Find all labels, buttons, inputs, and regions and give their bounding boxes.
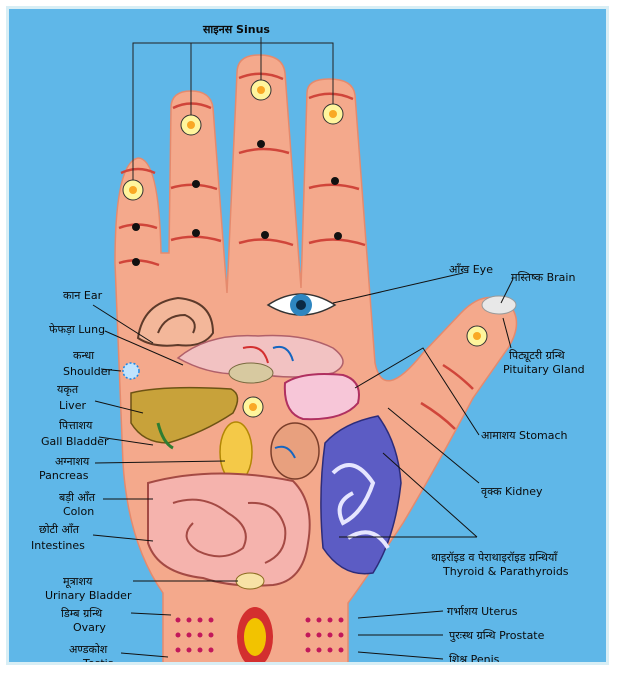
label-intestines-en: Intestines <box>31 539 85 552</box>
label-ear: कान Ear <box>63 289 103 302</box>
urinary-bladder <box>236 573 264 589</box>
label-penis: शिश्न Penis <box>449 653 500 665</box>
label-testis-hi: अण्डकोश <box>69 643 108 656</box>
colon <box>148 473 310 585</box>
label-gall-hi: पित्ताशय <box>59 419 93 432</box>
label-pancreas-hi: अग्नाशय <box>55 455 90 468</box>
label-gall-en: Gall Bladder <box>41 435 109 448</box>
label-stomach: आमाशय Stomach <box>481 429 568 442</box>
stomach <box>285 374 359 419</box>
label-ovary-en: Ovary <box>73 621 106 634</box>
label-testis-en: Testis <box>82 657 114 665</box>
label-intestines-hi: छोटी आँत <box>39 523 80 536</box>
label-pituitary-en: Pituitary Gland <box>503 363 585 376</box>
label-pituitary-hi: पिट्यूटरी ग्रन्थि <box>509 349 566 363</box>
label-uterus: गर्भाशय Uterus <box>447 605 518 618</box>
label-eye: आँख Eye <box>449 263 493 276</box>
label-liver-hi: यकृत <box>57 383 79 396</box>
label-brain: मस्तिष्क Brain <box>511 271 575 284</box>
label-shoulder-hi: कन्धा <box>73 349 94 362</box>
label-colon-en: Colon <box>63 505 94 518</box>
label-bladder-hi: मूत्राशय <box>63 575 93 589</box>
thyroid <box>321 416 401 574</box>
kidney <box>271 423 319 479</box>
brain <box>482 296 516 314</box>
label-thyroid-hi: थाइरॉइड व पेराथाइरॉइड ग्रन्थियाँ <box>431 551 558 564</box>
shoulder <box>123 363 139 379</box>
label-bladder-en: Urinary Bladder <box>45 589 132 602</box>
label-ovary-hi: डिम्ब ग्रन्थि <box>61 607 103 620</box>
hand-reflexology-diagram: साइनस Sinus कान Ear आँख Eye मस्तिष्क Bra… <box>9 9 609 665</box>
label-thyroid-en: Thyroid & Parathyroids <box>442 565 569 578</box>
label-liver-en: Liver <box>59 399 86 412</box>
label-sinus: साइनस Sinus <box>202 23 270 36</box>
label-kidney: वृक्क Kidney <box>481 485 543 498</box>
wrist-center-marker <box>237 607 273 665</box>
diagram-frame: साइनस Sinus कान Ear आँख Eye मस्तिष्क Bra… <box>6 6 609 665</box>
label-colon-hi: बड़ी आँत <box>59 491 96 504</box>
label-prostate: पुरःस्थ ग्रन्थि Prostate <box>449 629 545 642</box>
label-pancreas-en: Pancreas <box>39 469 89 482</box>
label-lung: फेफड़ा Lung <box>49 323 105 336</box>
label-shoulder-en: Shoulder <box>63 365 112 378</box>
